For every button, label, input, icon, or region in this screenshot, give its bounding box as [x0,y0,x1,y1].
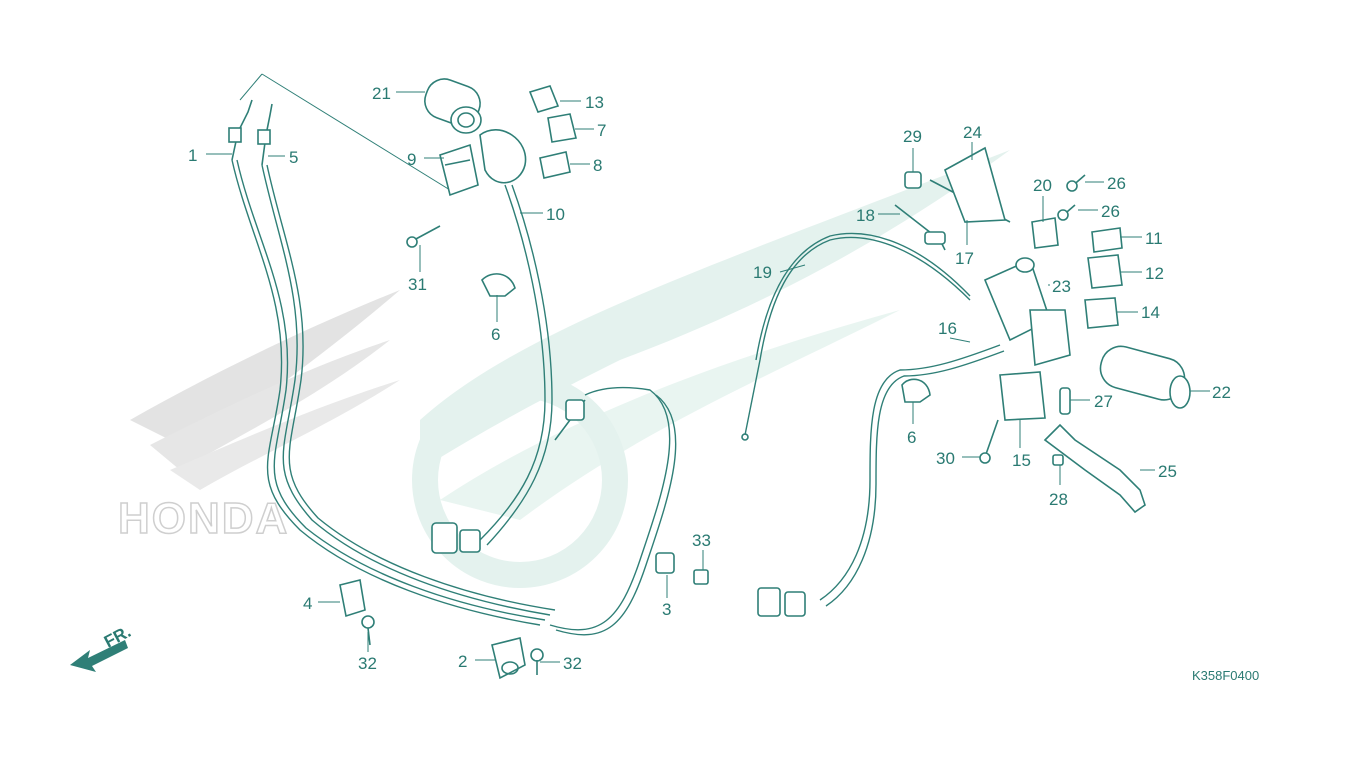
clamp-3 [655,552,675,574]
lever-bracket-23 [983,257,1071,367]
screw-31 [406,225,441,248]
cable-16 [757,344,1005,617]
callout-32-left: 32 [358,654,377,673]
callout-18: 18 [856,206,875,225]
nut-28 [1052,454,1064,466]
callout-25: 25 [1158,462,1177,481]
callout-32-right: 32 [563,654,582,673]
part-7 [547,113,577,143]
clamp-6-left [481,273,516,297]
callout-23: 23 [1052,277,1071,296]
callout-6-left: 6 [491,325,500,344]
callout-6-right: 6 [907,428,916,447]
callout-12: 12 [1145,264,1164,283]
nut-33 [693,569,709,585]
bolt-32-left [361,615,375,646]
housing-15 [999,371,1046,421]
honda-brand-watermark: HONDA [118,494,289,543]
callout-29: 29 [903,127,922,146]
cable-1 [228,99,253,161]
callout-7: 7 [597,121,606,140]
part-13 [528,85,560,113]
front-marker-label: FR. [101,622,134,652]
callout-16: 16 [938,319,957,338]
diagram-code: K358F0400 [1192,668,1259,683]
callout-19: 19 [753,263,772,282]
switch-12 [1087,254,1123,289]
honda-wing-logo [130,290,400,490]
callout-8: 8 [593,156,602,175]
callout-26-lower: 26 [1101,202,1120,221]
callout-22: 22 [1212,383,1231,402]
bolt-32-right [530,648,544,675]
callout-20: 20 [1033,176,1052,195]
cable-5 [257,103,273,166]
grip-22 [1099,345,1191,409]
throttle-housing-9 [439,143,479,197]
callout-9: 9 [407,150,416,169]
clamp-2 [491,637,526,680]
callout-5: 5 [289,148,298,167]
throttle-cables [231,159,677,636]
callout-30: 30 [936,449,955,468]
callout-28: 28 [1049,490,1068,509]
callout-13: 13 [585,93,604,112]
callout-27: 27 [1094,392,1113,411]
callout-1: 1 [188,146,197,165]
part-20 [1031,217,1059,249]
callout-17: 17 [955,249,974,268]
callout-10: 10 [546,205,565,224]
callout-2: 2 [458,652,467,671]
callout-3: 3 [662,600,671,619]
cable-end-fitting [554,399,586,441]
callout-14: 14 [1141,303,1160,322]
part-8 [539,151,571,179]
part-29 [904,171,922,189]
switch-11 [1091,227,1123,253]
callout-15: 15 [1012,451,1031,470]
front-arrow-icon [70,640,128,672]
switch-14 [1084,297,1119,329]
clamp-4 [339,579,366,618]
callout-4: 4 [303,594,312,613]
callout-33: 33 [692,531,711,550]
screw-26a [1066,174,1086,192]
choke-cable-19 [741,232,971,441]
wing-watermark [412,150,1010,588]
callout-11: 11 [1145,229,1163,248]
clamp-6-right [901,378,931,403]
callout-26-upper: 26 [1107,174,1126,193]
callout-24: 24 [963,123,982,142]
throttle-grip-21 [424,78,482,134]
reference-bracket [239,73,451,191]
bolt-27 [1059,387,1071,415]
choke-lever-18 [894,204,946,251]
leader-lines [206,91,1210,663]
housing-10 [431,129,553,554]
screw-30 [979,419,999,464]
screw-26b [1057,204,1076,221]
callout-21: 21 [372,84,391,103]
lever-25 [1043,423,1146,514]
callout-31: 31 [408,275,427,294]
